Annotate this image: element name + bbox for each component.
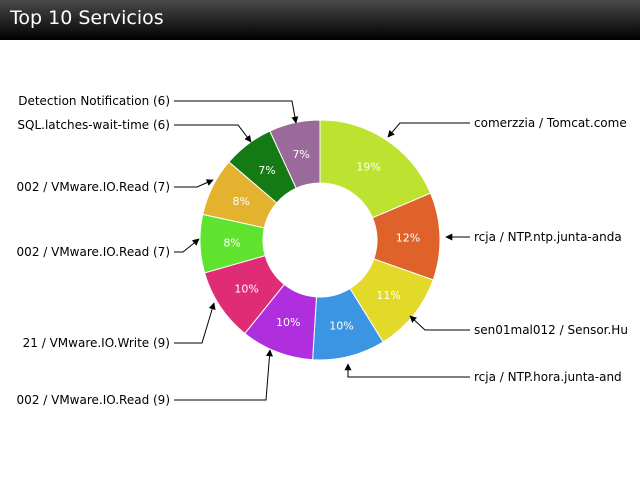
callout-leader-line: [174, 238, 200, 253]
pie-slice: [269, 119, 321, 189]
donut-chart: 19% 12% 11% 10% 10% 10% 8% 8% 7% 7% comerzzia / T…: [17, 94, 628, 407]
callout-leader-line: [174, 349, 273, 401]
callout-label: 002 / VMware.IO.Read (9): [17, 393, 170, 407]
title-bar: Top 10 Servicios: [0, 0, 640, 40]
callout-label: rcja / NTP.ntp.junta-anda: [474, 230, 622, 244]
slice-percent-label: 7%: [292, 148, 309, 161]
callout-label: rcja / NTP.hora.junta-and: [474, 370, 622, 384]
callout-label: comerzzia / Tomcat.come: [474, 116, 627, 130]
callout-label: 002 / VMware.IO.Read (7): [17, 180, 170, 194]
slice-percent-label: 10%: [234, 283, 258, 296]
callout-leader-line: [174, 124, 252, 143]
slice-percent-label: 10%: [276, 316, 300, 329]
pie-slice: [319, 119, 432, 219]
callout-leader-line: [174, 179, 214, 188]
callout-leader-line: [387, 122, 470, 138]
callout-label: Detection Notification (6): [18, 94, 170, 108]
slice-percent-label: 12%: [396, 231, 420, 244]
slice-percent-label: 8%: [223, 237, 240, 250]
chart-title: Top 10 Servicios: [10, 7, 164, 29]
slice-percent-label: 8%: [232, 195, 249, 208]
slice-percent-label: 19%: [356, 161, 380, 174]
callout-leader-line: [174, 302, 216, 344]
callout-label: 21 / VMware.IO.Write (9): [23, 336, 170, 350]
callout-leader-line: [174, 100, 299, 124]
callout-label: 002 / VMware.IO.Read (7): [17, 245, 170, 259]
slice-percent-label: 7%: [258, 164, 275, 177]
slice-percent-label: 10%: [329, 319, 353, 332]
slice-percent-label: 11%: [376, 289, 400, 302]
callout-leader-line: [409, 315, 470, 331]
callout-leader-line: [344, 363, 470, 378]
callout-label: sen01mal012 / Sensor.Hu: [474, 323, 628, 337]
callout-label: SQL.latches-wait-time (6): [17, 118, 170, 132]
